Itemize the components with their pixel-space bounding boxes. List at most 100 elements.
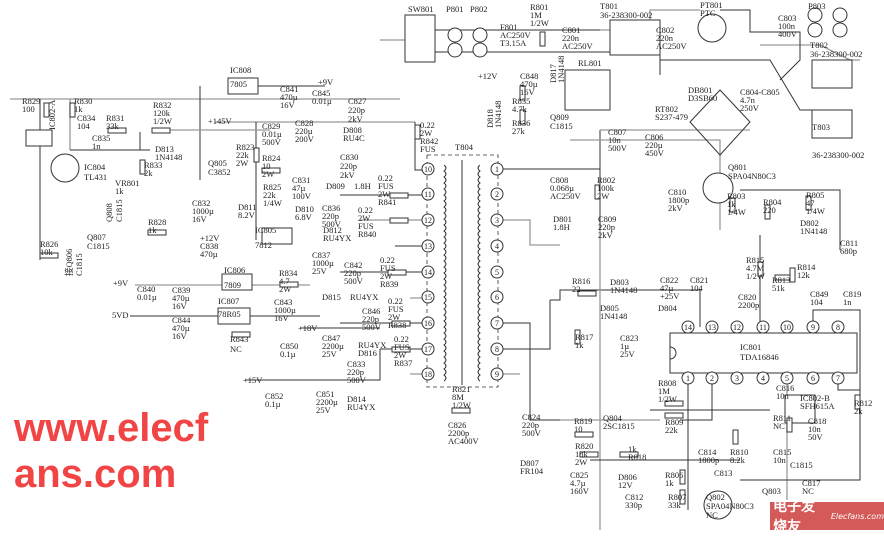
ic801-pin-1: 1 xyxy=(681,371,695,385)
label-q803-0: C1815 xyxy=(790,460,813,470)
label-d802-0: D802 xyxy=(800,218,819,228)
label-r802-0: R802 xyxy=(597,175,615,185)
label-c819-1: 1n xyxy=(843,297,852,307)
label-db801-0: DB801 xyxy=(688,85,713,95)
label-r839-1: FUS xyxy=(380,263,396,273)
resistor xyxy=(574,329,581,345)
label-r838-0: 0.22 xyxy=(388,296,403,306)
label-r839-3: R839 xyxy=(380,279,398,289)
label-c802-2: AC250V xyxy=(656,41,688,51)
label-r823-0: R823 xyxy=(236,142,254,152)
label-r834-1: 4.7 xyxy=(279,276,290,286)
t804-pin-14: 14 xyxy=(421,265,435,279)
label-ic802a-0: IC802-A xyxy=(47,99,57,130)
label-c828-2: 200V xyxy=(295,134,315,144)
label-d811-1: 8.2V xyxy=(238,210,256,220)
label-rt802-0: RT802 xyxy=(655,104,678,114)
t804-pin-17: 17 xyxy=(421,342,435,356)
label-r838-2: 2W xyxy=(388,312,400,322)
label-c827-2: 2kV xyxy=(348,114,364,124)
resistor xyxy=(389,217,409,224)
label-t802-1: 36-238300-002 xyxy=(810,49,862,59)
t804-pin-11: 11 xyxy=(421,187,435,201)
label-r843-0: R843 xyxy=(230,334,248,344)
label-r832-0: R832 xyxy=(153,100,171,110)
resistor xyxy=(679,489,686,505)
label-c819-0: C819 xyxy=(843,289,861,299)
label-c838-2: 470µ xyxy=(200,249,218,259)
label-d801-0: D801 xyxy=(553,214,572,224)
t804-pin-3: 3 xyxy=(490,213,504,227)
label-c812-1: 330p xyxy=(625,500,642,510)
label-c847-2: 25V xyxy=(322,349,338,359)
label-r804-0: R804 xyxy=(763,197,782,207)
label-v5d: 5VD xyxy=(112,310,129,320)
ic801-pin-7-label: 7 xyxy=(836,374,840,383)
resistor xyxy=(389,192,409,199)
label-v15-0: +15V xyxy=(243,375,263,385)
resistor xyxy=(519,85,526,101)
label-t801-1: 36-238300-002 xyxy=(600,10,652,20)
label-r828-1: 1k xyxy=(148,225,157,235)
t804-pin-4-label: 4 xyxy=(495,242,499,251)
label-r830-1: 1k xyxy=(74,104,83,114)
wire xyxy=(497,168,601,230)
ic801-pin-4: 4 xyxy=(756,371,770,385)
label-r811-0: R811 xyxy=(773,413,791,423)
resistor xyxy=(764,204,771,220)
label-r808-0: R808 xyxy=(658,378,676,388)
label-q806-0: 接Q806 xyxy=(64,249,74,276)
label-p802-0: P802 xyxy=(470,4,487,14)
label-c850-0: C850 xyxy=(280,341,298,351)
label-r806-1: 1k xyxy=(665,478,674,488)
label-r839-2: 2W xyxy=(380,271,392,281)
label-c831-2: 100V xyxy=(292,191,312,201)
t804-pin-13: 13 xyxy=(421,239,435,253)
label-d807-1: FR104 xyxy=(520,466,544,476)
label-c845-0: C845 xyxy=(312,88,330,98)
label-c822-2: +25V xyxy=(660,291,680,301)
label-r821-2: 1/2W xyxy=(452,400,471,410)
ic801-pin-14: 14 xyxy=(681,320,695,334)
label-c808-1: 0.068µ xyxy=(550,183,574,193)
p803-terminal xyxy=(807,7,823,23)
label-c838-0: +12V xyxy=(200,233,220,243)
label-r838-1: FUS xyxy=(388,304,404,314)
resistor xyxy=(147,229,167,236)
label-r809-0: R809 xyxy=(665,417,683,427)
label-r824-1: 10 xyxy=(262,161,271,171)
label-c833-2: 500V xyxy=(347,375,367,385)
resistor xyxy=(391,320,411,327)
label-c801-0: C801 xyxy=(562,25,580,35)
label-rl801-0: RL801 xyxy=(578,58,602,68)
ic801-pin-3-label: 3 xyxy=(735,374,739,383)
